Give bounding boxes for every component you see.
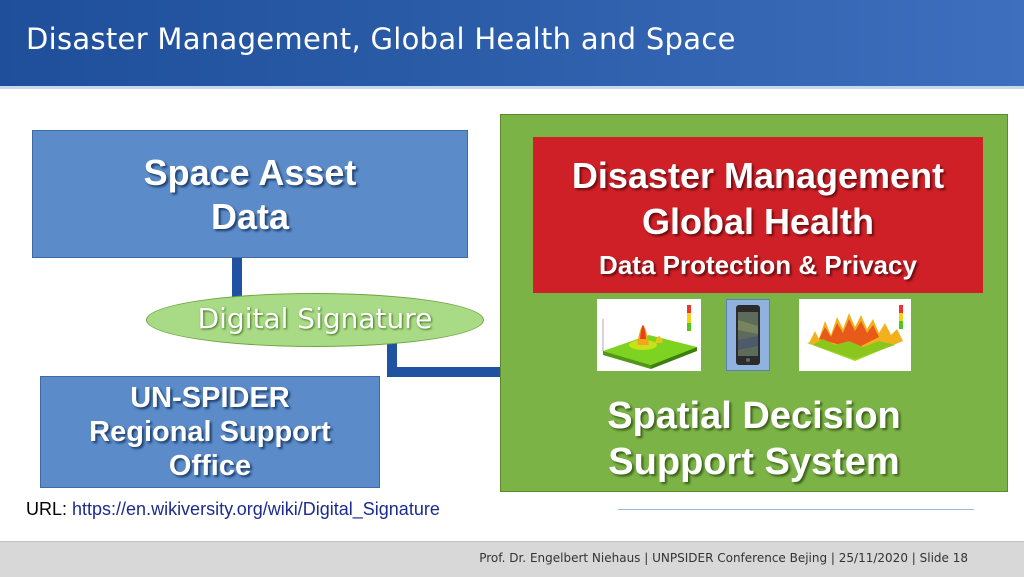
sdss-line1: Spatial Decision bbox=[607, 395, 901, 437]
digital-signature-label: Digital Signature bbox=[197, 302, 433, 335]
header-divider bbox=[0, 86, 1024, 89]
disaster-management-box: Disaster Management Global Health Data P… bbox=[533, 137, 983, 293]
sdss-label: Spatial Decision Support System bbox=[501, 393, 1007, 485]
smartphone-icon bbox=[726, 299, 770, 371]
vertical-connector bbox=[232, 258, 242, 298]
url-prefix: URL: bbox=[26, 499, 73, 519]
un-spider-label: UN-SPIDER Regional Support Office bbox=[41, 381, 379, 483]
global-health-label: Global Health bbox=[641, 201, 875, 242]
slide-title: Disaster Management, Global Health and S… bbox=[26, 22, 736, 56]
space-asset-box: Space Asset Data bbox=[32, 130, 468, 258]
surface-plot-image bbox=[597, 299, 701, 371]
decorative-rule bbox=[618, 509, 974, 510]
space-asset-label: Space Asset Data bbox=[33, 151, 467, 239]
url-link[interactable]: https://en.wikiversity.org/wiki/Digital_… bbox=[72, 499, 440, 519]
space-asset-line2: Data bbox=[210, 196, 290, 237]
space-asset-line1: Space Asset bbox=[143, 152, 357, 193]
heatmap-surface-image bbox=[799, 299, 911, 371]
footer-text: Prof. Dr. Engelbert Niehaus | UNPSIDER C… bbox=[479, 551, 968, 565]
url-line: URL: https://en.wikiversity.org/wiki/Dig… bbox=[26, 499, 440, 520]
un-spider-line1: UN-SPIDER bbox=[130, 382, 290, 414]
sdss-line2: Support System bbox=[608, 441, 900, 483]
un-spider-line3: Office bbox=[168, 450, 252, 482]
data-protection-label: Data Protection & Privacy bbox=[599, 250, 917, 280]
un-spider-line2: Regional Support bbox=[89, 416, 331, 448]
un-spider-box: UN-SPIDER Regional Support Office bbox=[40, 376, 380, 488]
digital-signature-ellipse: Digital Signature bbox=[146, 293, 484, 347]
slide-header: Disaster Management, Global Health and S… bbox=[0, 0, 1024, 86]
sdss-panel: Disaster Management Global Health Data P… bbox=[500, 114, 1008, 492]
disaster-management-label: Disaster Management bbox=[571, 155, 945, 196]
slide-footer: Prof. Dr. Engelbert Niehaus | UNPSIDER C… bbox=[0, 541, 1024, 577]
